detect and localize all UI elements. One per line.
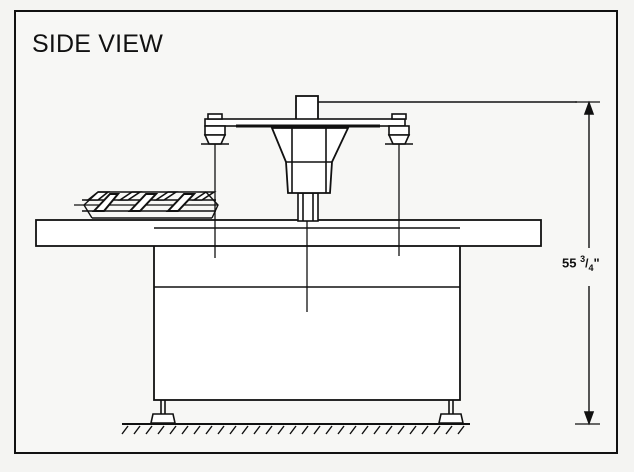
leveling-foot-right (438, 400, 464, 424)
dimension-numerator: 3 (580, 254, 586, 264)
height-dimension-line (575, 100, 600, 426)
dimension-whole: 55 (562, 255, 577, 271)
infeed-timing-screw (74, 191, 219, 219)
top-cross-arm (204, 101, 406, 128)
left-chuck-head (201, 113, 229, 145)
dimension-denominator: 4 (588, 262, 594, 273)
ground-line (121, 423, 470, 435)
view-title: SIDE VIEW (32, 30, 163, 58)
table-top (35, 219, 542, 247)
center-column (270, 95, 350, 222)
leveling-foot-left (150, 400, 176, 424)
dimension-unit: " (593, 255, 600, 271)
height-dimension-label: 55 3/4" (562, 254, 600, 273)
right-chuck-head (385, 113, 413, 145)
